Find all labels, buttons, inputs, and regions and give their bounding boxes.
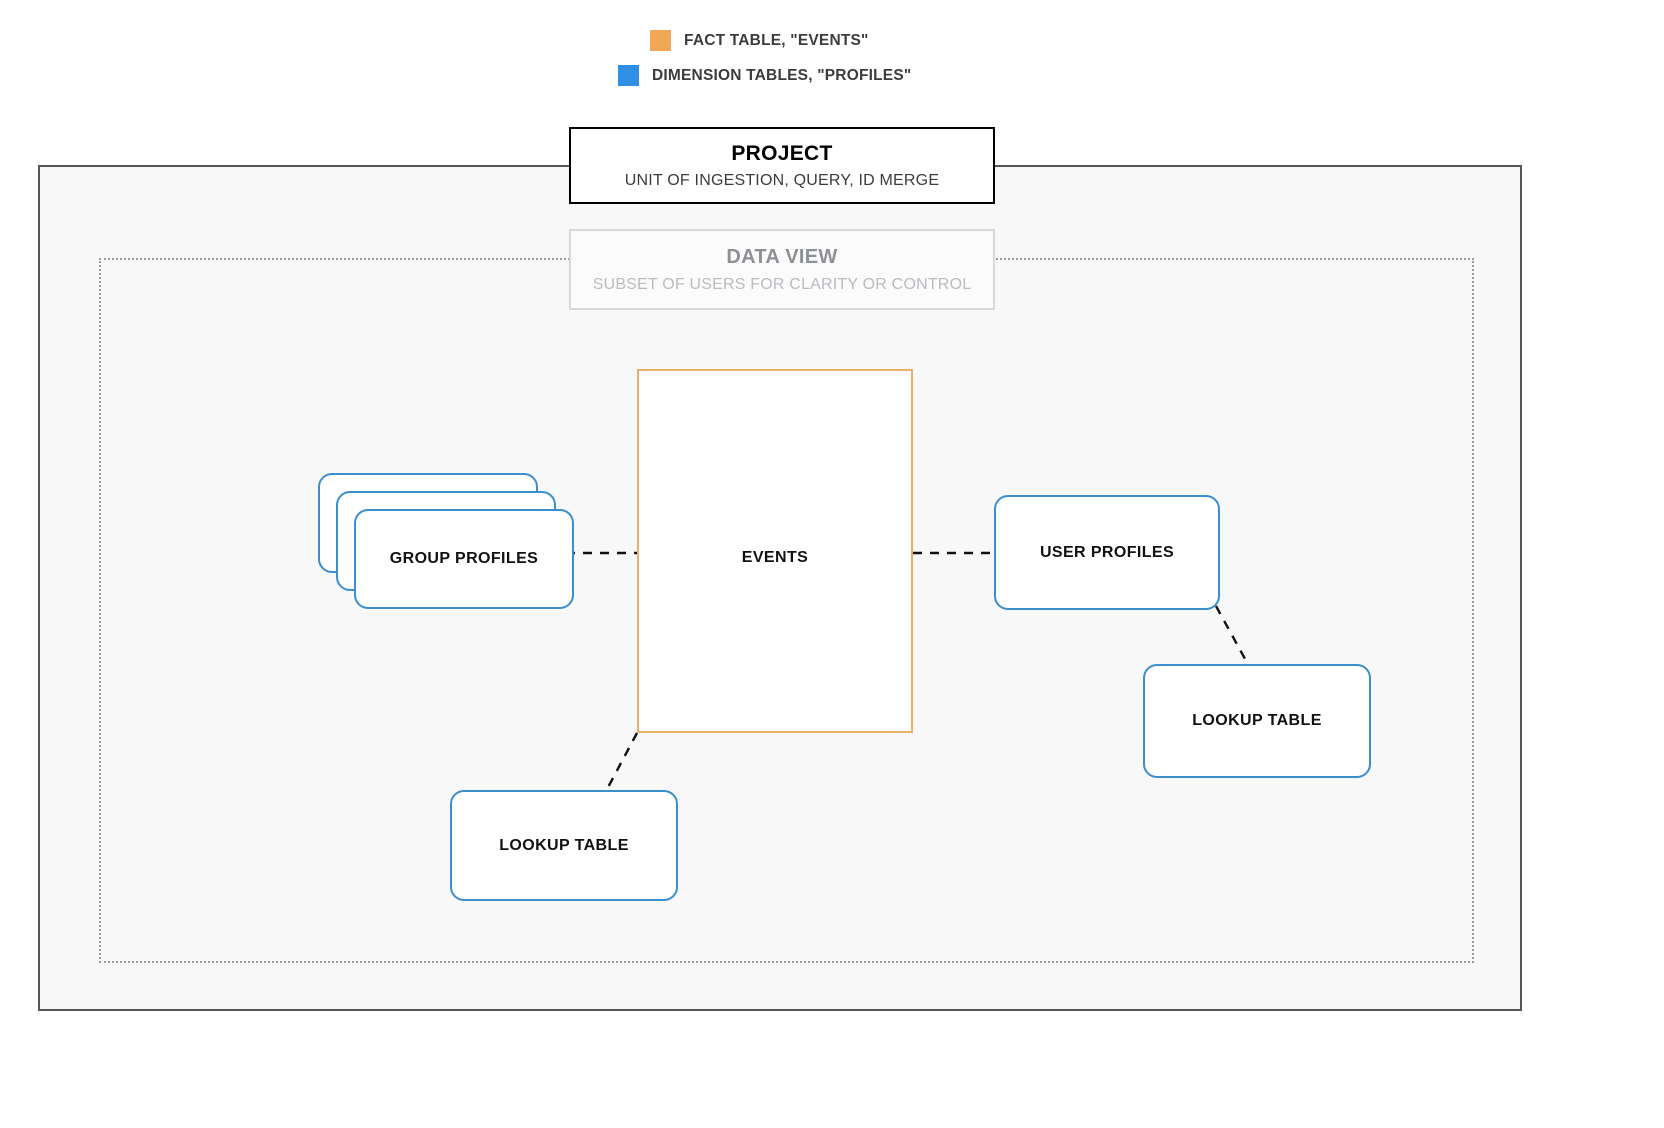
blue-square-swatch bbox=[618, 65, 639, 86]
project-label-box: PROJECT UNIT OF INGESTION, QUERY, ID MER… bbox=[569, 127, 995, 204]
project-subtitle: UNIT OF INGESTION, QUERY, ID MERGE bbox=[624, 171, 940, 189]
data-view-title: DATA VIEW bbox=[726, 245, 838, 268]
legend-item-fact-table: FACT TABLE, "EVENTS" bbox=[0, 30, 1000, 51]
orange-square-swatch bbox=[650, 30, 671, 51]
legend: FACT TABLE, "EVENTS" DIMENSION TABLES, "… bbox=[0, 30, 1000, 100]
legend-label-fact-table: FACT TABLE, "EVENTS" bbox=[684, 31, 869, 49]
user-profiles-table[interactable]: USER PROFILES bbox=[994, 495, 1220, 610]
lookup-table-left[interactable]: LOOKUP TABLE bbox=[450, 790, 678, 901]
data-view-label-box: DATA VIEW SUBSET OF USERS FOR CLARITY OR… bbox=[569, 229, 995, 310]
data-view-subtitle: SUBSET OF USERS FOR CLARITY OR CONTROL bbox=[592, 275, 972, 293]
group-profiles-stack[interactable]: GROUP PROFILES bbox=[318, 473, 574, 609]
lookup-table-right[interactable]: LOOKUP TABLE bbox=[1143, 664, 1371, 778]
legend-item-dimension-tables: DIMENSION TABLES, "PROFILES" bbox=[0, 65, 1000, 86]
legend-label-dimension-tables: DIMENSION TABLES, "PROFILES" bbox=[652, 66, 912, 84]
group-profiles-card-front[interactable]: GROUP PROFILES bbox=[354, 509, 574, 609]
events-label: EVENTS bbox=[741, 549, 809, 566]
project-title: PROJECT bbox=[731, 141, 833, 165]
events-fact-table[interactable]: EVENTS bbox=[637, 369, 913, 733]
